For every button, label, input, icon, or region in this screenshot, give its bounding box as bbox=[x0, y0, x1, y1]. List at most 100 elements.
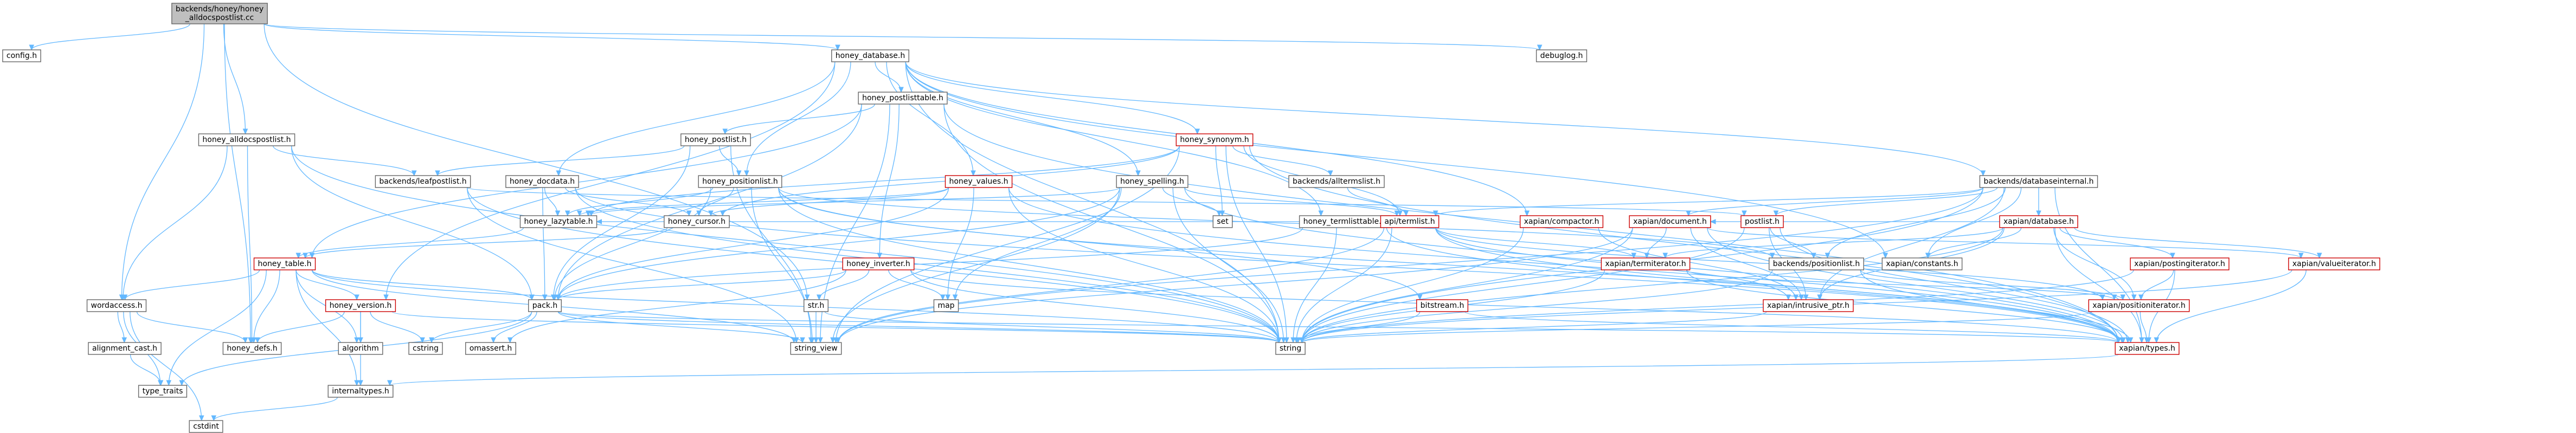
node-xapian-compactor[interactable]: xapian/compactor.h bbox=[1519, 215, 1604, 228]
node-xapian-intrusive-ptr[interactable]: xapian/intrusive_ptr.h bbox=[1763, 299, 1854, 312]
node-backends-positionlist[interactable]: backends/positionlist.h bbox=[1769, 257, 1864, 270]
node-honey-table[interactable]: honey_table.h bbox=[253, 257, 316, 270]
edge-honey-postlisttable-to-pack bbox=[558, 104, 862, 300]
edge-postlist-to-xapian-types bbox=[1780, 227, 2128, 342]
edge-arrow bbox=[122, 23, 205, 300]
node-honey-lazytable[interactable]: honey_lazytable.h bbox=[519, 215, 598, 228]
edge-arrow bbox=[1598, 227, 1796, 300]
edge-honey-inverter-to-string bbox=[910, 269, 1279, 342]
node-backends-leafpostlist[interactable]: backends/leafpostlist.h bbox=[375, 175, 471, 188]
edge-root-to-debuglog bbox=[264, 23, 1539, 50]
edge-postlist-to-string bbox=[1302, 227, 1745, 342]
node-honey-version[interactable]: honey_version.h bbox=[325, 299, 396, 312]
node-honey-values[interactable]: honey_values.h bbox=[945, 175, 1013, 188]
edge-xapian-compactor-to-string bbox=[1302, 227, 1524, 342]
node-label: config.h bbox=[7, 51, 37, 60]
node-box bbox=[698, 175, 782, 188]
edge-backends-databaseinternal-to-xapian-document bbox=[1688, 187, 1984, 216]
node-box bbox=[680, 133, 751, 146]
edge-arrow bbox=[438, 145, 685, 176]
edge-arrow bbox=[751, 187, 812, 342]
edge-honey-docdata-to-honey-lazytable bbox=[544, 187, 558, 216]
node-wordaccess[interactable]: wordaccess.h bbox=[86, 299, 147, 312]
node-label: alignment_cast.h bbox=[92, 344, 157, 353]
node-honey-alldocspostlist[interactable]: honey_alldocspostlist.h bbox=[198, 133, 295, 146]
node-config[interactable]: config.h bbox=[2, 49, 41, 62]
node-label: honey_version.h bbox=[330, 301, 392, 310]
node-label: string bbox=[1280, 344, 1301, 353]
node-root[interactable]: backends/honey/honey_alldocspostlist.cc bbox=[171, 3, 268, 24]
node-honey-spelling[interactable]: honey_spelling.h bbox=[1116, 175, 1189, 188]
edge-arrow bbox=[1435, 227, 1634, 258]
edge-arrow bbox=[2140, 311, 2147, 342]
node-honey-termlisttable[interactable]: honey_termlisttable.h bbox=[1299, 215, 1391, 228]
node-xapian-document[interactable]: xapian/document.h bbox=[1629, 215, 1711, 228]
node-cstring[interactable]: cstring bbox=[408, 342, 443, 355]
node-label: wordaccess.h bbox=[91, 301, 143, 310]
node-label: xapian/compactor.h bbox=[1524, 217, 1599, 226]
edge-arrow bbox=[838, 227, 1633, 342]
node-pack[interactable]: pack.h bbox=[528, 299, 562, 312]
node-box bbox=[1380, 215, 1440, 228]
edge-arrow bbox=[1302, 311, 1767, 342]
edge-root-to-honey-database bbox=[264, 23, 838, 50]
node-bitstream[interactable]: bitstream.h bbox=[1416, 299, 1469, 312]
node-omassert[interactable]: omassert.h bbox=[465, 342, 516, 355]
node-string[interactable]: string bbox=[1275, 342, 1306, 355]
edge-honey-values-to-honey-lazytable bbox=[580, 187, 949, 216]
node-set[interactable]: set bbox=[1212, 215, 1233, 228]
node-box bbox=[831, 49, 909, 62]
node-xapian-types[interactable]: xapian/types.h bbox=[2115, 342, 2180, 355]
node-honey-docdata[interactable]: honey_docdata.h bbox=[505, 175, 579, 188]
node-backends-alltermslist[interactable]: backends/alltermslist.h bbox=[1288, 175, 1385, 188]
edge-arrow bbox=[838, 187, 1984, 342]
node-xapian-positioniterator[interactable]: xapian/positioniterator.h bbox=[2088, 299, 2190, 312]
edge-arrow bbox=[169, 269, 267, 385]
node-type-traits[interactable]: type_traits bbox=[138, 385, 188, 398]
node-xapian-valueiterator[interactable]: xapian/valueiterator.h bbox=[2288, 257, 2380, 270]
node-honey-inverter[interactable]: honey_inverter.h bbox=[842, 257, 915, 270]
node-label: honey_cursor.h bbox=[668, 217, 725, 226]
edge-xapian-database-to-xapian-termiterator bbox=[1665, 227, 2003, 258]
node-xapian-termiterator[interactable]: xapian/termiterator.h bbox=[1601, 257, 1691, 270]
node-map[interactable]: map bbox=[933, 299, 959, 312]
node-api-termlist[interactable]: api/termlist.h bbox=[1380, 215, 1440, 228]
node-box bbox=[804, 299, 828, 312]
edge-arrow bbox=[1860, 269, 2130, 342]
node-box bbox=[2088, 299, 2190, 312]
node-honey-cursor[interactable]: honey_cursor.h bbox=[664, 215, 730, 228]
node-honey-database[interactable]: honey_database.h bbox=[831, 49, 909, 62]
node-honey-defs[interactable]: honey_defs.h bbox=[222, 342, 282, 355]
node-box bbox=[138, 385, 188, 398]
node-xapian-postingiterator[interactable]: xapian/postingiterator.h bbox=[2130, 257, 2230, 270]
node-xapian-database[interactable]: xapian/database.h bbox=[1999, 215, 2078, 228]
edge-arrow bbox=[117, 311, 124, 342]
node-honey-postlist[interactable]: honey_postlist.h bbox=[680, 133, 751, 146]
node-internaltypes[interactable]: internaltypes.h bbox=[327, 385, 394, 398]
node-postlist[interactable]: postlist.h bbox=[1740, 215, 1784, 228]
edge-honey-inverter-to-map bbox=[888, 269, 943, 300]
node-xapian-constants[interactable]: xapian/constants.h bbox=[1881, 257, 1963, 270]
node-str[interactable]: str.h bbox=[804, 299, 828, 312]
node-cstdint[interactable]: cstdint bbox=[189, 420, 223, 433]
edge-honey-database-to-honey-values bbox=[886, 61, 973, 176]
node-honey-synonym[interactable]: honey_synonym.h bbox=[1175, 133, 1254, 146]
node-label: honey_postlist.h bbox=[685, 135, 747, 144]
edge-root-to-wordaccess bbox=[122, 23, 205, 300]
node-label: xapian/constants.h bbox=[1886, 260, 1958, 268]
node-honey-positionlist[interactable]: honey_positionlist.h bbox=[698, 175, 782, 188]
edge-backends-databaseinternal-to-string-view bbox=[838, 187, 1984, 342]
node-debuglog[interactable]: debuglog.h bbox=[1536, 49, 1588, 62]
node-algorithm[interactable]: algorithm bbox=[338, 342, 383, 355]
node-honey-postlisttable[interactable]: honey_postlisttable.h bbox=[858, 92, 948, 105]
node-alignment-cast[interactable]: alignment_cast.h bbox=[88, 342, 162, 355]
node-box bbox=[2130, 257, 2230, 270]
node-backends-databaseinternal[interactable]: backends/databaseinternal.h bbox=[1979, 175, 2098, 188]
edge-arrow bbox=[390, 354, 2119, 385]
node-string-view[interactable]: string_view bbox=[790, 342, 842, 355]
node-box bbox=[1116, 175, 1189, 188]
node-box bbox=[1601, 257, 1691, 270]
edge-arrow bbox=[311, 269, 532, 300]
node-box bbox=[842, 257, 915, 270]
edge-honey-positionlist-to-honey-lazytable bbox=[568, 187, 714, 216]
